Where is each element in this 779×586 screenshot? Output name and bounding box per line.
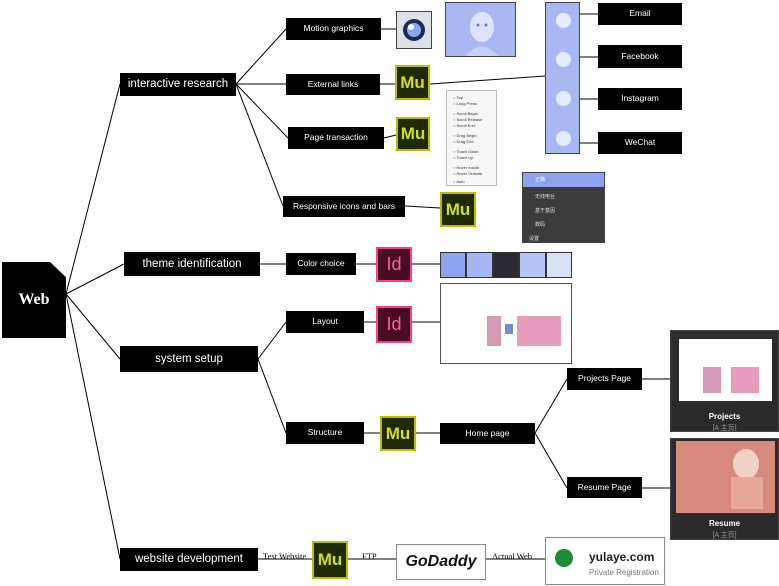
indesign-icon: Id: [376, 306, 412, 343]
root-node-web: Web: [2, 262, 66, 338]
color-swatch: [545, 252, 572, 278]
node-page-transaction: Page transaction: [288, 127, 384, 149]
motion-graphics-preview: [445, 2, 516, 57]
node-external-links: External links: [286, 74, 380, 95]
muse-icon: Mu: [396, 117, 430, 151]
color-swatch: [466, 252, 493, 278]
node-motion-graphics: Motion graphics: [286, 18, 381, 40]
link-facebook: Facebook: [598, 45, 682, 68]
muse-icon: Mu: [312, 541, 348, 579]
branch-theme-identification: theme identification: [124, 252, 260, 276]
facebook-icon: [556, 52, 571, 67]
resume-page-preview: Resume [A 主页]: [670, 438, 779, 540]
branch-website-development: website development: [120, 548, 258, 571]
muse-icon: Mu: [440, 192, 476, 227]
node-home-page: Home page: [440, 423, 535, 444]
email-icon: [556, 13, 571, 28]
color-swatch: [519, 252, 546, 278]
social-links-panel: [545, 2, 580, 154]
godaddy-logo: GoDaddy: [396, 544, 486, 580]
muse-icon: Mu: [395, 65, 430, 100]
menu-item: 数码: [535, 222, 546, 228]
branch-interactive-research: interactive research: [120, 73, 236, 96]
page-transaction-trigger-list: Tap Long Press Scroll Begin Scroll Relea…: [446, 90, 497, 186]
muse-icon: Mu: [380, 416, 416, 451]
menu-item: 无线电台: [535, 194, 556, 200]
color-swatch: [492, 252, 520, 278]
globe-icon: [555, 549, 573, 567]
link-email: Email: [598, 3, 682, 25]
responsive-menu-preview: 正确 无线电台 基于基因 数码 设置: [522, 172, 605, 243]
node-resume-page: Resume Page: [567, 477, 642, 498]
domain-card: yulaye.com Private Registration: [545, 537, 665, 585]
node-responsive-icons: Responsive icons and bars: [283, 196, 405, 217]
color-swatch: [440, 252, 467, 278]
wechat-icon: [556, 131, 571, 146]
node-layout: Layout: [286, 311, 364, 333]
menu-item: 正确: [535, 177, 546, 183]
link-instagram: Instagram: [598, 88, 682, 110]
edge-label-ftp: FTP: [362, 551, 377, 561]
projects-page-preview: Projects [A 主页]: [670, 330, 779, 432]
menu-footer: 设置: [529, 236, 540, 242]
node-structure: Structure: [286, 422, 364, 444]
link-wechat: WeChat: [598, 132, 682, 154]
layout-preview: [440, 283, 572, 364]
domain-subtitle: Private Registration: [589, 568, 659, 577]
domain-name: yulaye.com: [589, 550, 655, 564]
edge-label-test-website: Test Website: [263, 551, 307, 561]
node-color-choice: Color choice: [286, 253, 356, 275]
menu-item: 基于基因: [535, 208, 556, 214]
indesign-icon: Id: [376, 247, 412, 282]
edge-label-actual-web: Actual Web: [492, 551, 532, 561]
node-projects-page: Projects Page: [567, 368, 642, 390]
instagram-icon: [556, 91, 571, 106]
cinema4d-icon: [396, 11, 432, 49]
branch-system-setup: system setup: [120, 346, 258, 372]
